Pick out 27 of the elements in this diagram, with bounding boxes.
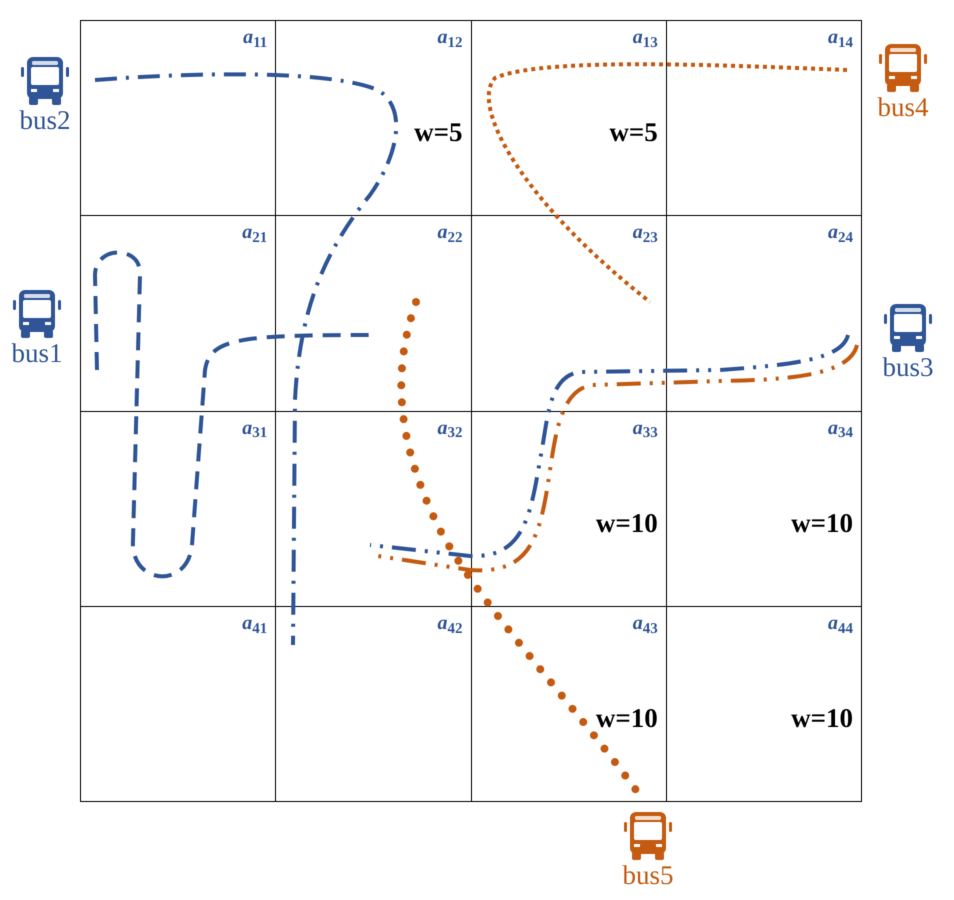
weight-label: w=10 — [791, 510, 853, 536]
cell-label: a$_{42}$ — [438, 612, 462, 633]
bus-label: bus5 — [622, 862, 674, 889]
cell-label: a$_{11}$ — [243, 27, 268, 47]
weight-label: w=5 — [609, 119, 658, 146]
cell-label: a$_{32}$ — [438, 418, 462, 438]
bus-label: bus2 — [19, 107, 70, 134]
cell-label: a$_{43}$ — [632, 612, 658, 633]
cell-label: a$_{24}$ — [828, 222, 853, 242]
cell-label: a$_{14}$ — [828, 27, 853, 47]
cell-label: a$_{13}$ — [632, 27, 658, 47]
weight-label: w=10 — [596, 510, 658, 536]
cell-label: a$_{22}$ — [438, 222, 462, 242]
weight-label: w=10 — [596, 704, 658, 732]
cell-label: a$_{31}$ — [242, 418, 268, 438]
weight-label: w=10 — [791, 704, 853, 732]
cell-label: a$_{21}$ — [242, 222, 268, 242]
bus-label: bus1 — [11, 340, 62, 367]
cell-label: a$_{44}$ — [828, 612, 853, 633]
cell-label: a$_{33}$ — [632, 418, 658, 438]
bus-label: bus4 — [877, 94, 928, 121]
weight-label: w=5 — [414, 119, 462, 146]
cell-label: a$_{12}$ — [438, 27, 462, 47]
cell-label: a$_{41}$ — [242, 612, 268, 633]
cell-label: a$_{34}$ — [828, 418, 853, 438]
bus-label: bus3 — [882, 354, 934, 381]
cell-label: a$_{23}$ — [632, 222, 658, 242]
